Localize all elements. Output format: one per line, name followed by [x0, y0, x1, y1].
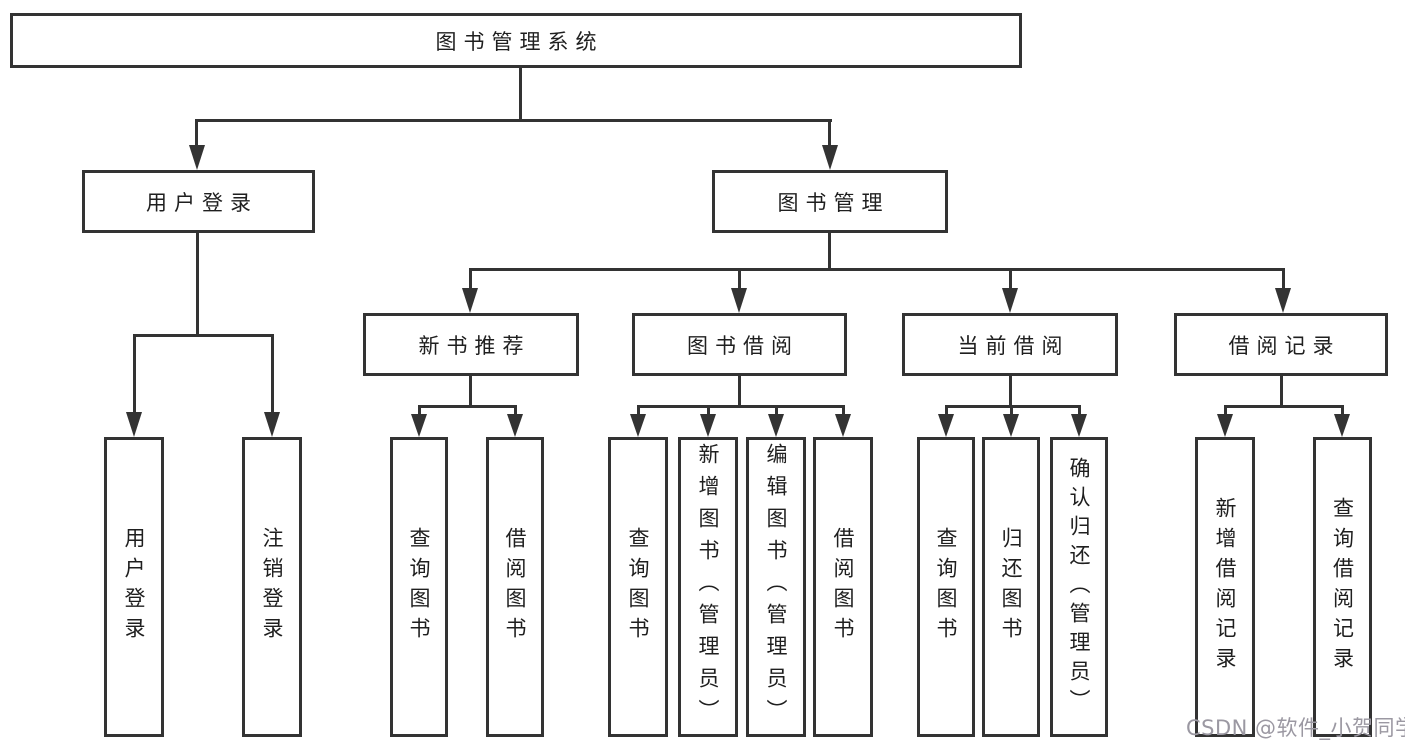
arrowhead-icon [1217, 414, 1233, 437]
arrowhead-icon [507, 414, 523, 437]
connector-line [195, 119, 198, 147]
connector-line [637, 405, 640, 417]
connector-line [195, 119, 832, 122]
connector-line [418, 405, 517, 408]
connector-line [1282, 268, 1285, 290]
leaf-add-books-admin-label: 新增图书（管理员） [696, 443, 720, 731]
arrowhead-icon [822, 145, 838, 170]
node-user-login: 用户登录 [82, 170, 315, 233]
arrowhead-icon [126, 412, 142, 437]
connector-line [133, 334, 274, 337]
leaf-borrow-books-recommend: 借阅图书 [486, 437, 544, 737]
arrowhead-icon [1275, 288, 1291, 313]
connector-line [828, 233, 831, 271]
arrowhead-icon [189, 145, 205, 170]
arrowhead-icon [835, 414, 851, 437]
connector-line [707, 405, 710, 417]
leaf-confirm-return-admin: 确认归还（管理员） [1050, 437, 1108, 737]
leaf-user-login-label: 用户登录 [122, 527, 146, 647]
connector-line [842, 405, 845, 417]
connector-line [469, 376, 472, 407]
arrowhead-icon [1334, 414, 1350, 437]
leaf-query-books-current: 查询图书 [917, 437, 975, 737]
arrowhead-icon [1071, 414, 1087, 437]
connector-line [514, 405, 517, 417]
arrowhead-icon [768, 414, 784, 437]
leaf-return-books: 归还图书 [982, 437, 1040, 737]
arrowhead-icon [731, 288, 747, 313]
connector-line [469, 268, 472, 290]
node-book-borrowing-label: 图书借阅 [687, 333, 799, 358]
node-current-borrowing: 当前借阅 [902, 313, 1118, 376]
node-new-book-recommendation-label: 新书推荐 [418, 333, 531, 358]
arrowhead-icon [630, 414, 646, 437]
connector-line [1009, 376, 1012, 407]
connector-line [738, 268, 741, 290]
leaf-query-books-recommend: 查询图书 [390, 437, 448, 737]
connector-line [1010, 405, 1013, 417]
arrowhead-icon [1002, 288, 1018, 313]
leaf-confirm-return-admin-label: 确认归还（管理员） [1067, 456, 1091, 718]
node-borrowing-records-label: 借阅记录 [1228, 333, 1341, 358]
leaf-borrow-books-label: 借阅图书 [831, 527, 855, 647]
leaf-add-borrow-record: 新增借阅记录 [1195, 437, 1255, 737]
node-root: 图书管理系统 [10, 13, 1022, 68]
node-borrowing-records: 借阅记录 [1174, 313, 1388, 376]
node-root-label: 图书管理系统 [435, 29, 604, 54]
connector-line [469, 268, 1285, 271]
connector-line [945, 405, 1081, 408]
node-user-login-label: 用户登录 [146, 190, 258, 215]
leaf-borrow-books: 借阅图书 [813, 437, 873, 737]
leaf-add-books-admin: 新增图书（管理员） [678, 437, 738, 737]
node-book-management: 图书管理 [712, 170, 948, 233]
arrowhead-icon [462, 288, 478, 313]
node-book-management-label: 图书管理 [777, 190, 890, 215]
watermark: CSDN @软件_小贺同学 [1186, 716, 1405, 740]
leaf-query-books-recommend-label: 查询图书 [407, 527, 431, 647]
connector-line [271, 334, 274, 414]
leaf-logout: 注销登录 [242, 437, 302, 737]
leaf-query-books-current-label: 查询图书 [934, 527, 958, 647]
connector-line [775, 405, 778, 417]
connector-line [1078, 405, 1081, 417]
node-current-borrowing-label: 当前借阅 [957, 333, 1070, 358]
connector-line [945, 405, 948, 417]
connector-line [133, 334, 136, 414]
node-new-book-recommendation: 新书推荐 [363, 313, 579, 376]
leaf-return-books-label: 归还图书 [999, 527, 1023, 647]
connector-line [828, 119, 831, 147]
arrowhead-icon [700, 414, 716, 437]
leaf-query-borrow-record-label: 查询借阅记录 [1330, 497, 1355, 677]
connector-line [738, 376, 741, 407]
connector-line [637, 405, 845, 408]
connector-line [1341, 405, 1344, 417]
leaf-borrow-books-recommend-label: 借阅图书 [503, 527, 527, 647]
leaf-add-borrow-record-label: 新增借阅记录 [1213, 497, 1237, 677]
leaf-logout-label: 注销登录 [260, 527, 284, 647]
leaf-user-login: 用户登录 [104, 437, 164, 737]
arrowhead-icon [264, 412, 280, 437]
connector-line [1280, 376, 1283, 407]
arrowhead-icon [411, 414, 427, 437]
connector-line [418, 405, 421, 417]
leaf-edit-books-admin-label: 编辑图书（管理员） [764, 443, 788, 731]
leaf-query-borrow-record: 查询借阅记录 [1313, 437, 1372, 737]
leaf-edit-books-admin: 编辑图书（管理员） [746, 437, 806, 737]
connector-line [1224, 405, 1344, 408]
node-book-borrowing: 图书借阅 [632, 313, 847, 376]
connector-line [1224, 405, 1227, 417]
arrowhead-icon [938, 414, 954, 437]
connector-line [1009, 268, 1012, 290]
arrowhead-icon [1003, 414, 1019, 437]
connector-line [196, 233, 199, 335]
connector-line [519, 68, 522, 120]
leaf-query-books-borrow-label: 查询图书 [626, 527, 650, 647]
leaf-query-books-borrow: 查询图书 [608, 437, 668, 737]
